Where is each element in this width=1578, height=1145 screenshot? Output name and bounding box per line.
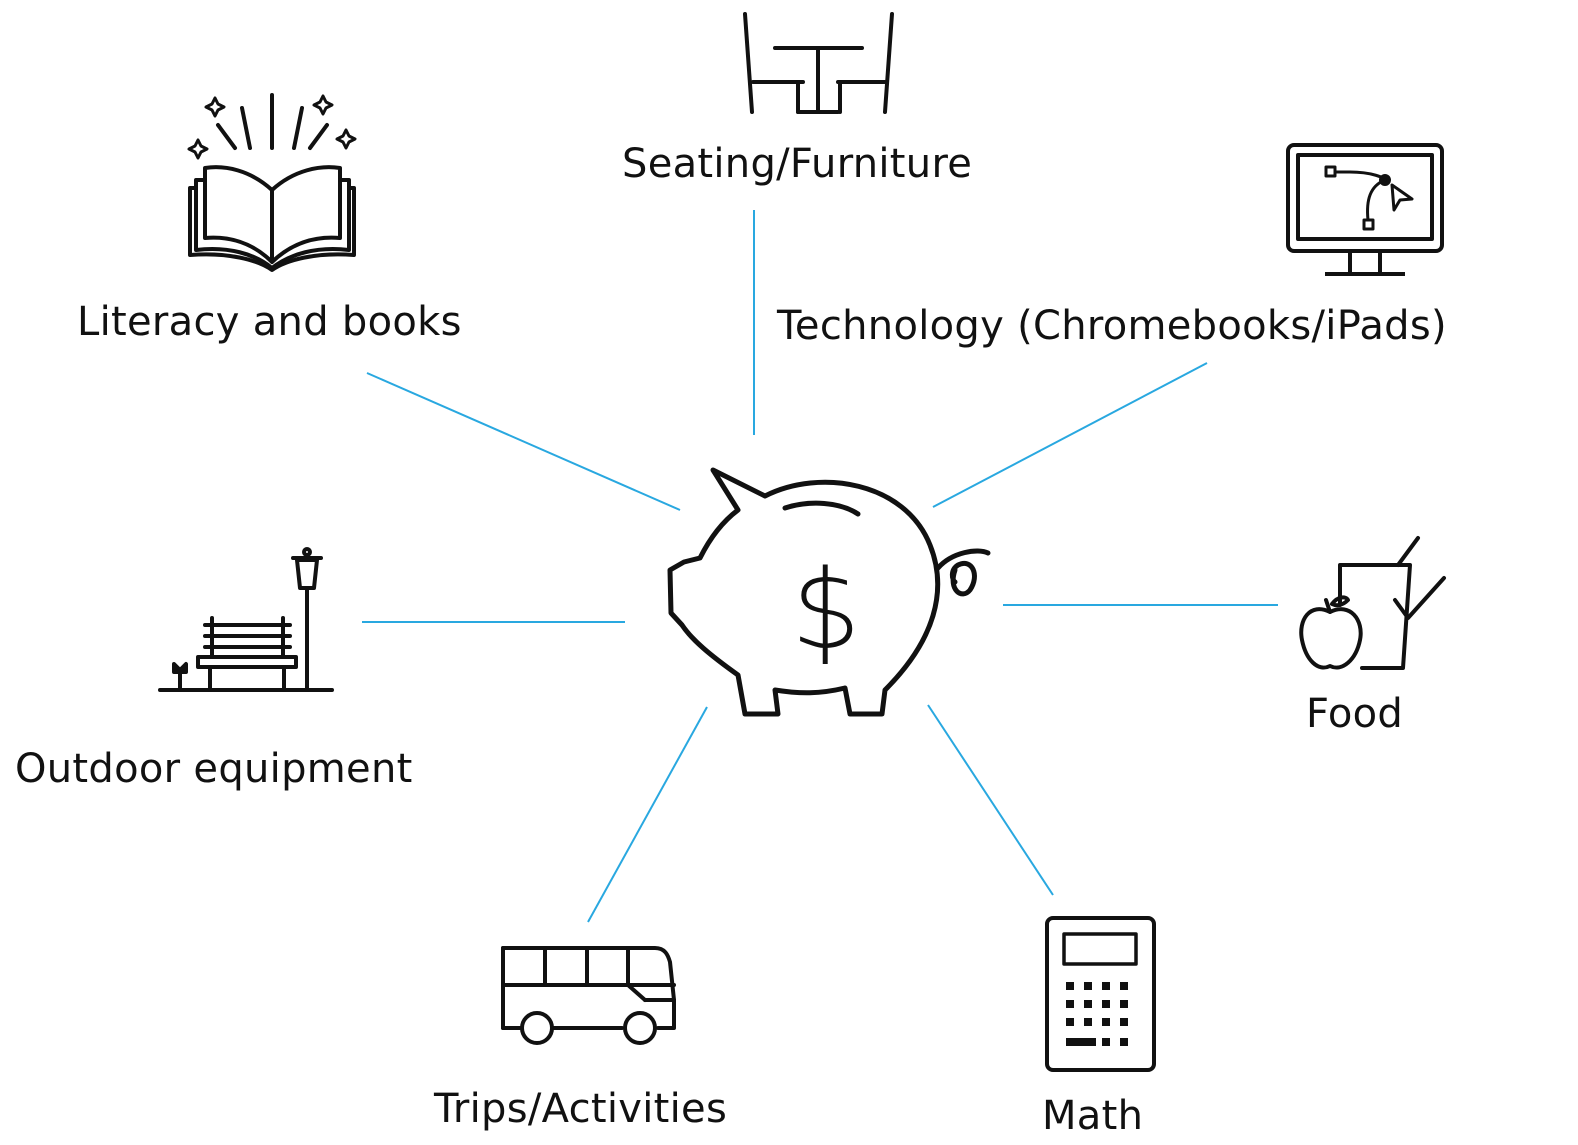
- label-math: Math: [1042, 1093, 1144, 1139]
- park-bench-icon: [158, 547, 334, 692]
- connector-literacy: [366, 372, 681, 511]
- table-and-chairs-icon: [743, 12, 894, 114]
- connector-math: [927, 704, 1054, 896]
- open-book-icon: [187, 93, 357, 272]
- connector-lines: [362, 210, 1278, 923]
- connector-trips: [587, 706, 708, 923]
- bus-icon: [501, 946, 676, 1045]
- label-trips: Trips/Activities: [434, 1086, 728, 1132]
- calculator-icon: [1045, 916, 1156, 1072]
- apple-and-cup-icon: [1299, 536, 1446, 670]
- label-literacy: Literacy and books: [77, 299, 462, 345]
- dollar-sign-icon: $: [791, 546, 861, 674]
- label-food: Food: [1306, 691, 1404, 737]
- connector-technology: [932, 362, 1208, 508]
- label-seating: Seating/Furniture: [622, 141, 973, 187]
- label-technology: Technology (Chromebooks/iPads): [777, 303, 1447, 349]
- computer-monitor-icon: [1286, 143, 1444, 276]
- piggy-bank-icon: $: [667, 467, 991, 717]
- label-outdoor: Outdoor equipment: [15, 746, 413, 792]
